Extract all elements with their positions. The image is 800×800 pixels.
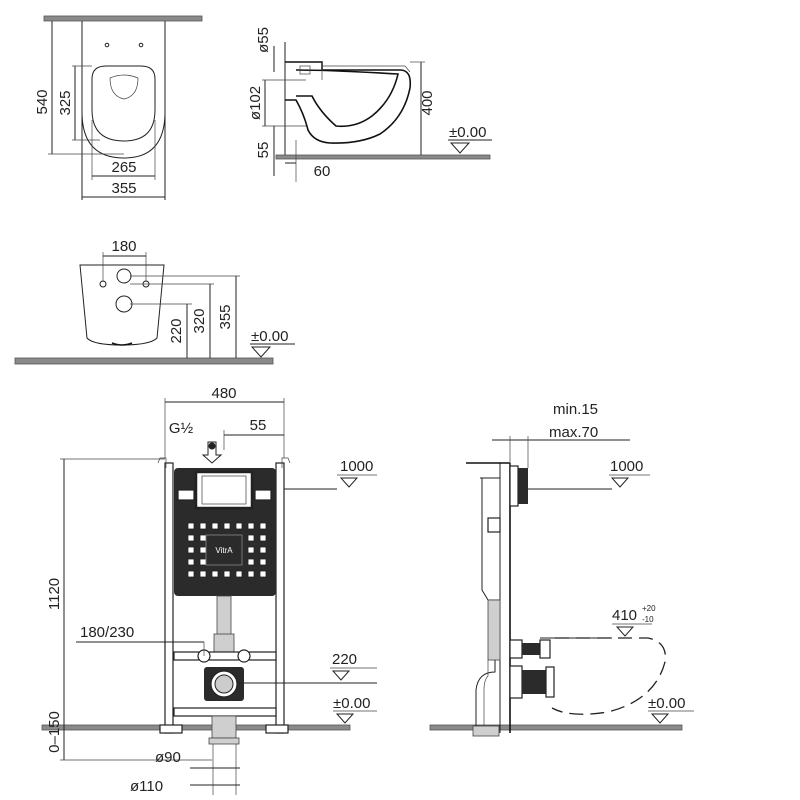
dim-355: 355 xyxy=(111,180,136,197)
level-rear: ±0.00 xyxy=(251,328,288,345)
frame-side-max: max.70 xyxy=(549,424,598,441)
frame-dim-55: 55 xyxy=(250,417,267,434)
dim-540: 540 xyxy=(34,89,51,114)
frame-side-tol-minus: -10 xyxy=(642,615,654,624)
dim-55-dia: ø55 xyxy=(255,27,272,53)
frame-side-level: ±0.00 xyxy=(648,695,685,712)
brand-label: VitrA xyxy=(215,546,233,555)
seat-outline xyxy=(91,65,156,142)
frame-dim-220: 220 xyxy=(332,651,357,668)
frame-dim-1000: 1000 xyxy=(340,458,373,475)
frame-front-view: VitrA 480 55 G½ 1120 1000 180/230 xyxy=(41,385,377,795)
pan-dashed-outline xyxy=(551,637,667,715)
side-view: ø55 ø102 55 400 60 ±0.00 xyxy=(247,27,492,182)
frame-dim-110: ø110 xyxy=(130,778,163,795)
dim-325: 325 xyxy=(57,90,74,115)
rear-view: 180 220 320 355 ±0.00 xyxy=(14,238,295,365)
frame-side-tol-plus: +20 xyxy=(642,604,656,613)
rear-dim-220: 220 xyxy=(168,318,185,343)
rear-dim-355: 355 xyxy=(217,304,234,329)
floor-rear xyxy=(14,357,274,365)
frame-dim-480: 480 xyxy=(211,385,236,402)
dim-265: 265 xyxy=(111,159,136,176)
frame-inlet-g12: G½ xyxy=(169,420,194,437)
dim-55: 55 xyxy=(255,142,272,159)
frame-level: ±0.00 xyxy=(333,695,370,712)
dim-60: 60 xyxy=(314,163,331,180)
frame-dim-180-230: 180/230 xyxy=(80,624,134,641)
dim-102-dia: ø102 xyxy=(247,86,264,120)
frame-dim-0-150: 0–150 xyxy=(46,711,63,753)
frame-side-min: min.15 xyxy=(553,401,598,418)
rear-dim-180: 180 xyxy=(111,238,136,255)
floor-frame-side xyxy=(429,724,683,731)
frame-dim-1120: 1120 xyxy=(46,578,63,610)
pan-outline xyxy=(81,21,166,159)
pan-rear-outline xyxy=(79,264,165,346)
pan-section xyxy=(285,61,412,144)
floor-front xyxy=(41,724,351,731)
top-view: 540 325 265 355 xyxy=(34,15,203,200)
level-marker-rear xyxy=(250,346,272,358)
frame-side-410: 410 xyxy=(612,607,637,624)
floor-side xyxy=(275,154,491,160)
rear-dim-320: 320 xyxy=(191,308,208,333)
wall-top xyxy=(43,15,203,22)
level-side: ±0.00 xyxy=(449,124,486,141)
frame-side-view: min.15 max.70 1000 410 +20 -10 ±0.00 xyxy=(429,401,694,737)
level-marker-side xyxy=(449,142,471,154)
dim-400: 400 xyxy=(419,90,436,115)
frame-dim-90: ø90 xyxy=(155,749,181,766)
frame-side-1000: 1000 xyxy=(610,458,643,475)
